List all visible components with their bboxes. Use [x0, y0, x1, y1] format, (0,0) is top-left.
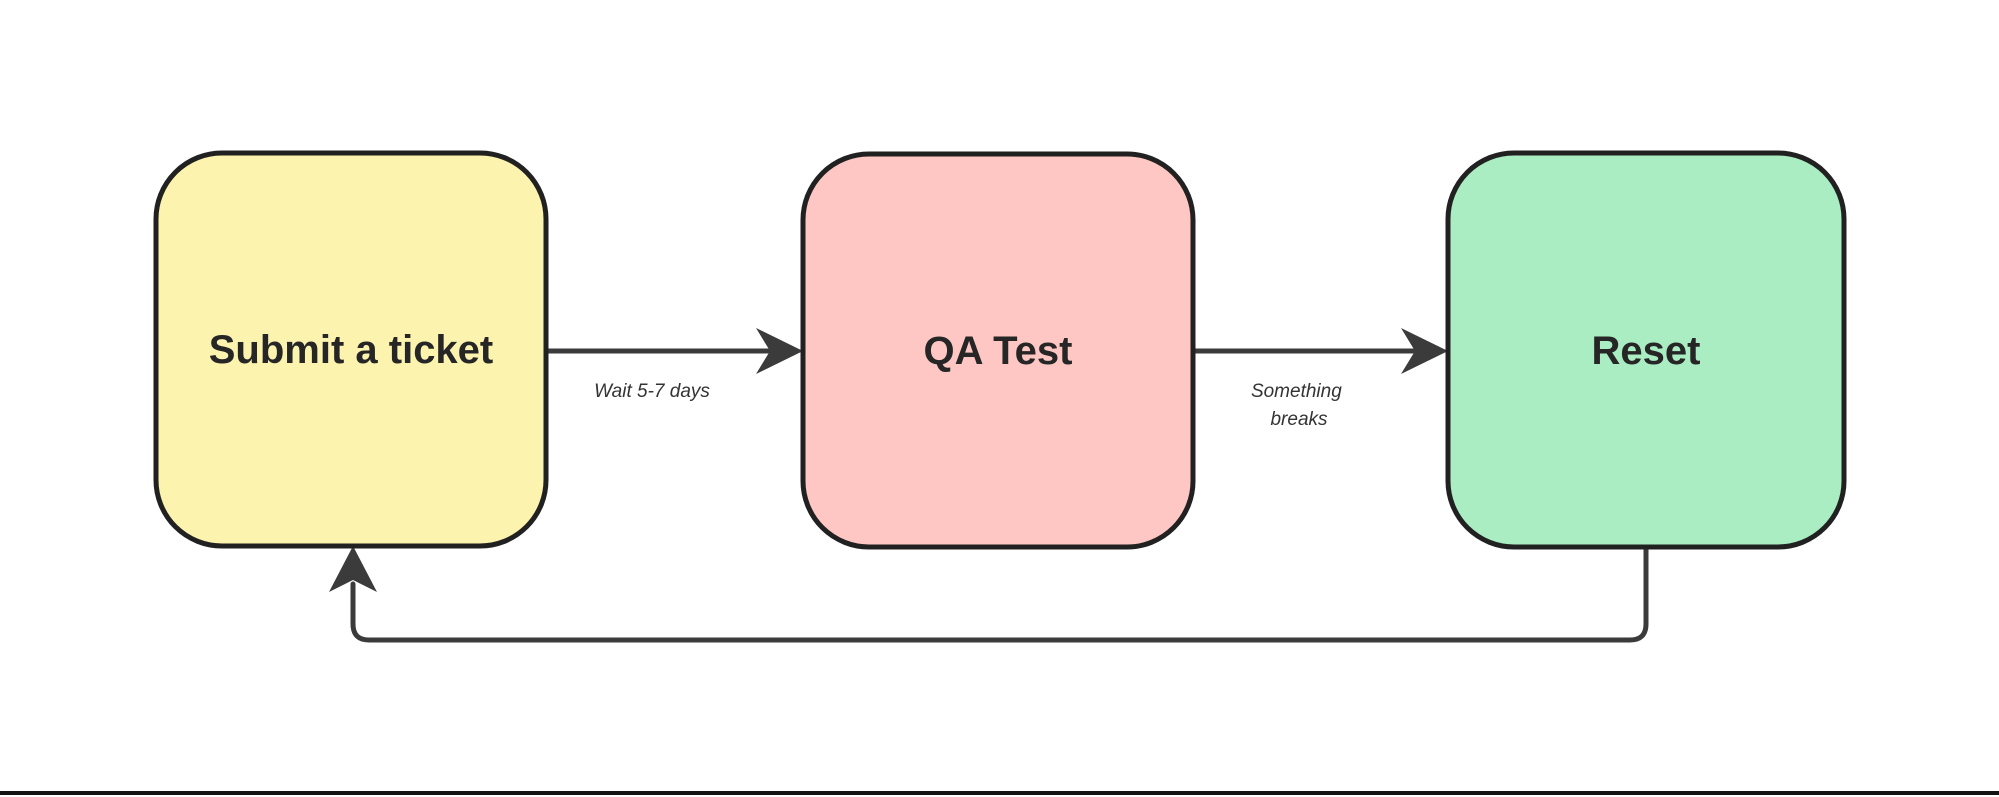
- node-qa-test-shape: [800, 151, 1196, 550]
- edge-label-line-1: Something: [1251, 381, 1342, 402]
- edge-label-something-breaks: Something breaks: [1251, 381, 1347, 430]
- edge-label-wait: Wait 5-7 days: [594, 381, 710, 402]
- node-submit-a-ticket: Submit a ticket: [153, 150, 549, 549]
- arrowhead-right-icon: [756, 328, 803, 374]
- node-qa-test-label: QA Test: [924, 329, 1073, 373]
- node-reset-label: Reset: [1592, 329, 1701, 373]
- node-qa-test: QA Test: [800, 151, 1196, 550]
- arrowhead-right-icon: [1401, 328, 1448, 374]
- edge-reset-to-submit: [329, 545, 1649, 643]
- edge-qa-to-reset: Something breaks: [1190, 328, 1448, 430]
- node-submit-a-ticket-label: Submit a ticket: [209, 328, 494, 372]
- edge-line: [350, 545, 1649, 643]
- edge-submit-to-qa: Wait 5-7 days: [543, 328, 803, 402]
- node-reset: Reset: [1445, 150, 1847, 550]
- arrowhead-up-icon: [329, 546, 377, 592]
- node-reset-shape: [1445, 150, 1847, 550]
- node-submit-a-ticket-shape: [153, 150, 549, 549]
- bottom-edge-line: [0, 791, 1999, 795]
- edge-label-line-2: breaks: [1270, 409, 1328, 430]
